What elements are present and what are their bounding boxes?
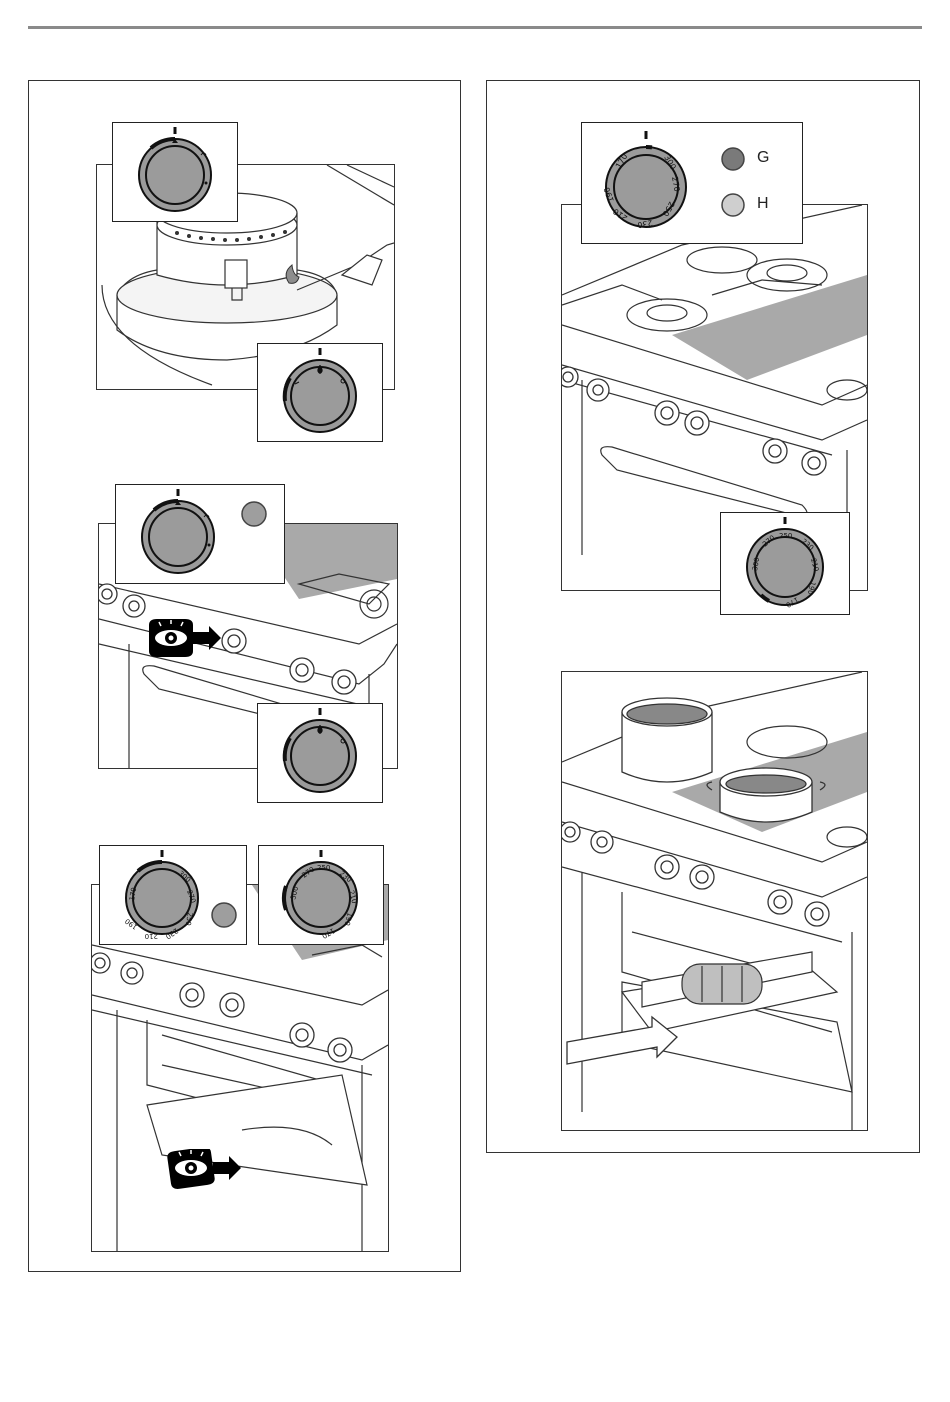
arrow-right-icon — [213, 1156, 241, 1180]
knob-oven-on-inset — [257, 703, 383, 803]
svg-text:250: 250 — [779, 532, 792, 540]
oven-thermostat-knob-inset-2: 300 270 250 230 210 190 170 — [258, 845, 384, 945]
right-instruction-panel: 170 300 270 250 230 210 190 G H 300 270 … — [486, 80, 920, 1153]
indicator-h-label: H — [757, 195, 769, 213]
top-rule — [28, 26, 922, 29]
eye-icon — [167, 1149, 242, 1189]
svg-text:210: 210 — [145, 932, 158, 940]
knob-ignition-position-inset — [112, 122, 238, 222]
arrow-right-icon — [193, 626, 221, 650]
oven-thermostat-indicator-inset: 170 300 270 250 230 210 190 G H — [581, 122, 803, 244]
indicator-g-label: G — [757, 149, 769, 167]
oven-thermostat-knob-inset-1: 170 300 270 250 230 210 190 — [99, 845, 247, 945]
oven-thermostat-min-inset: 300 270 250 230 210 190 170 — [720, 512, 850, 615]
knob-oven-ignition-inset — [115, 484, 285, 584]
cooking-in-use-illustration — [561, 671, 868, 1131]
indicator-light-icon — [242, 502, 266, 526]
indicator-light-icon — [212, 903, 236, 927]
knob-on-position-inset — [257, 343, 383, 442]
svg-text:250: 250 — [317, 864, 330, 872]
indicator-light-icon — [722, 148, 744, 170]
left-instruction-panel: 170 300 270 250 230 210 190 300 270 250 … — [28, 80, 461, 1272]
indicator-light-icon — [722, 194, 744, 216]
eye-icon — [147, 619, 222, 659]
